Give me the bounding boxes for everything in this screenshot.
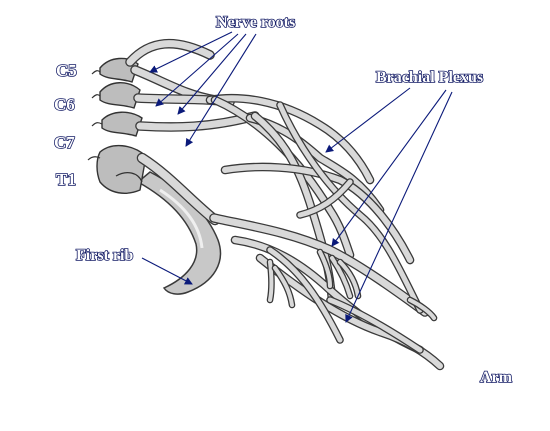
nerve-root-c5-fill — [126, 40, 214, 66]
nerve-branch-a-fill — [268, 260, 274, 302]
nerve-upper-trunk-fill — [207, 95, 373, 183]
nerve-branch-f-fill — [408, 298, 436, 320]
nerve-root-c7-fill — [136, 112, 259, 131]
first-rib-label: First rib — [76, 247, 133, 264]
arm-label: Arm — [480, 369, 513, 386]
nerve-medial-cord-fill — [222, 164, 413, 263]
c5-label: C5 — [56, 61, 77, 80]
nerve-root-t1-fill — [138, 154, 219, 224]
first-rib — [136, 171, 222, 295]
nerve-median-fill — [267, 247, 343, 343]
nerve-branch-d-fill — [330, 256, 352, 298]
nerve-roots-label: Nerve roots — [216, 14, 295, 31]
nerve-axillary-fill — [297, 179, 353, 218]
brachial-plexus-nerves — [125, 38, 445, 371]
nerve-radial-fill — [327, 297, 423, 353]
nerve-musculocutaneous-fill — [277, 102, 423, 313]
brachial-plexus-label: Brachial Plexus — [376, 69, 483, 86]
nerve-branch-e-fill — [338, 260, 360, 298]
t1-label: T1 — [56, 170, 76, 189]
nerve-lower-trunk-fill — [210, 214, 429, 316]
nerve-middle-trunk-fill — [247, 115, 383, 213]
nerve-branch-b-fill — [273, 266, 294, 307]
vertebral-stumps — [87, 57, 147, 194]
pointer-lines — [141, 31, 453, 323]
nerve-branch-c-fill — [318, 250, 332, 288]
c6-label: C6 — [54, 95, 75, 114]
c7-label: C7 — [54, 133, 75, 152]
